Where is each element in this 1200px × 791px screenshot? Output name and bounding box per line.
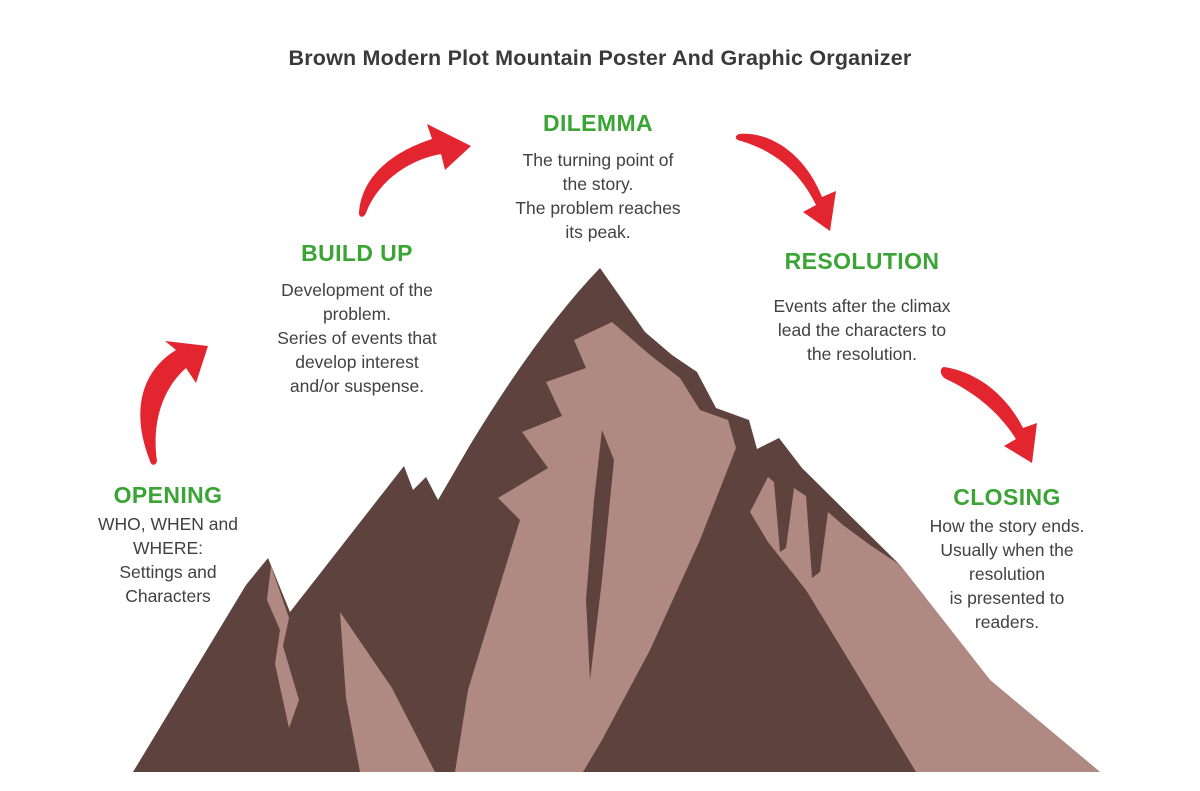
stage-dilemma-description: The turning point of the story. The prob… [515,150,681,242]
stage-build-up-heading: BUILD UP [301,240,413,266]
mountain-highlight-left-wedge [340,612,435,772]
mountain-couloir-streak [586,430,614,680]
stage-resolution: RESOLUTION Events after the climax lead … [742,248,982,366]
stage-closing-description: How the story ends. Usually when the res… [929,516,1085,632]
arrow-opening-to-buildup-icon [140,341,208,465]
stage-dilemma: DILEMMA The turning point of the story. … [468,110,728,244]
stage-opening-heading: OPENING [113,482,223,508]
stage-closing: CLOSING How the story ends. Usually when… [887,484,1127,634]
stage-dilemma-heading: DILEMMA [542,110,654,136]
arrow-buildup-to-dilemma-icon [359,124,471,217]
arrow-dilemma-to-resolution-icon [735,133,836,231]
stage-closing-heading: CLOSING [953,484,1061,510]
stage-build-up-description: Development of the problem. Series of ev… [277,280,437,396]
stage-build-up: BUILD UP Development of the problem. Ser… [237,240,477,398]
page-title: Brown Modern Plot Mountain Poster And Gr… [288,46,912,70]
stage-opening-description: WHO, WHEN and WHERE: Settings and Charac… [97,514,239,606]
stage-opening: OPENING WHO, WHEN and WHERE: Settings an… [48,482,288,608]
stage-resolution-description: Events after the climax lead the charact… [773,296,951,364]
mountain-highlight-small-peak [267,566,299,728]
mountain-highlight-right-flank [750,477,1100,772]
arrow-resolution-to-closing-icon [940,367,1037,463]
stage-resolution-heading: RESOLUTION [784,248,940,274]
